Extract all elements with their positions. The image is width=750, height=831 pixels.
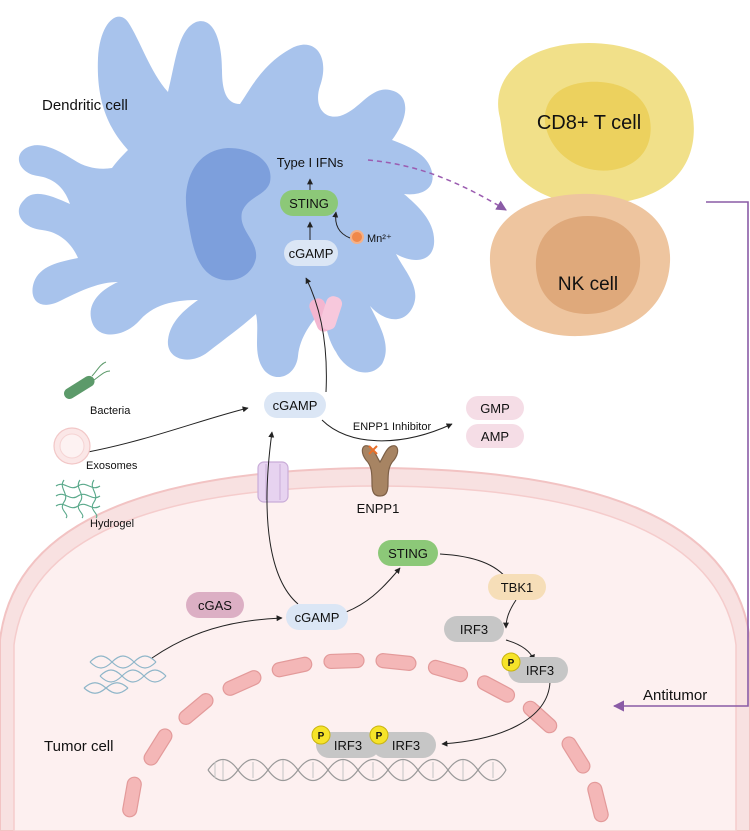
- phospho-label: P: [318, 731, 325, 742]
- irf3-label: IRF3: [460, 622, 488, 637]
- amp-label: AMP: [481, 429, 509, 444]
- nk-cell: [489, 193, 671, 337]
- exosomes-label: Exosomes: [86, 460, 138, 472]
- dc-membrane-transporter-icon: [309, 296, 343, 332]
- mn-ion-label: Mn²⁺: [367, 233, 392, 245]
- phospho-label: P: [376, 731, 383, 742]
- phospho-label: P: [508, 658, 515, 669]
- extracellular-cgamp-label: cGAMP: [273, 398, 318, 413]
- dendritic-cell-label: Dendritic cell: [42, 97, 128, 114]
- amp-pill: [466, 424, 524, 448]
- enpp1-inhibitor-label: ENPP1 Inhibitor: [353, 421, 432, 433]
- dc-cgamp-pill: [284, 240, 338, 266]
- tbk1-label: TBK1: [501, 580, 534, 595]
- irf3-dimer-right-label: IRF3: [392, 738, 420, 753]
- irf3-phospho-label: IRF3: [526, 663, 554, 678]
- cytosolic-dna-icon: [83, 655, 167, 694]
- irf3-dimer-right-pill: [372, 732, 436, 758]
- hydrogel-label: Hydrogel: [90, 518, 134, 530]
- gmp-label: GMP: [480, 401, 510, 416]
- tumor-sting-pill: [378, 540, 438, 566]
- tumor-sting-label: STING: [388, 546, 428, 561]
- tumor-membrane-channel-icon: [257, 461, 289, 503]
- enpp1-label: ENPP1: [357, 501, 400, 516]
- tumor-cgamp-pill: [286, 604, 348, 630]
- dna-helix-nucleus: [207, 758, 507, 782]
- tbk1-pill: [488, 574, 546, 600]
- irf3-dimer-left-label: IRF3: [334, 738, 362, 753]
- cgas-pill: [186, 592, 244, 618]
- bacteria-label: Bacteria: [90, 405, 131, 417]
- exosome-icon: [53, 427, 91, 465]
- dendritic-nucleus: [185, 148, 271, 281]
- hydrogel-icon: [55, 479, 101, 519]
- dc-sting-label: STING: [289, 196, 329, 211]
- pathway-arrows: [87, 178, 551, 747]
- antitumor-feedback-arrow: [612, 201, 749, 712]
- cd8-t-cell-label: CD8+ T cell: [537, 112, 641, 134]
- phospho-badge: [369, 725, 389, 745]
- tumor-cell-label: Tumor cell: [44, 738, 113, 755]
- dc-sting-pill: [280, 190, 338, 216]
- bacteria-icon: [64, 361, 111, 400]
- dendritic-cell: [18, 16, 435, 378]
- mn-ion-icon: [350, 230, 364, 244]
- gmp-pill: [466, 396, 524, 420]
- tumor-cgamp-label: cGAMP: [295, 610, 340, 625]
- antitumor-label: Antitumor: [643, 687, 707, 704]
- phospho-badge: [311, 725, 331, 745]
- dc-cgamp-label: cGAMP: [289, 246, 334, 261]
- inhibition-mark-icon: [368, 445, 378, 455]
- phospho-badge: [501, 652, 521, 672]
- type-i-ifn-label: Type I IFNs: [277, 155, 344, 170]
- tumor-nucleus-envelope: [122, 652, 609, 823]
- extracellular-cgamp-pill: [264, 392, 326, 418]
- irf3-dimer-left-pill: [316, 732, 380, 758]
- irf3-phospho-pill: [508, 657, 568, 683]
- tumor-cell: [0, 466, 750, 831]
- ifn-signal-arrow: [367, 159, 507, 211]
- irf3-pill: [444, 616, 504, 642]
- cd8-t-cell: [498, 42, 694, 205]
- nk-cell-label: NK cell: [558, 274, 618, 295]
- cgas-label: cGAS: [198, 598, 232, 613]
